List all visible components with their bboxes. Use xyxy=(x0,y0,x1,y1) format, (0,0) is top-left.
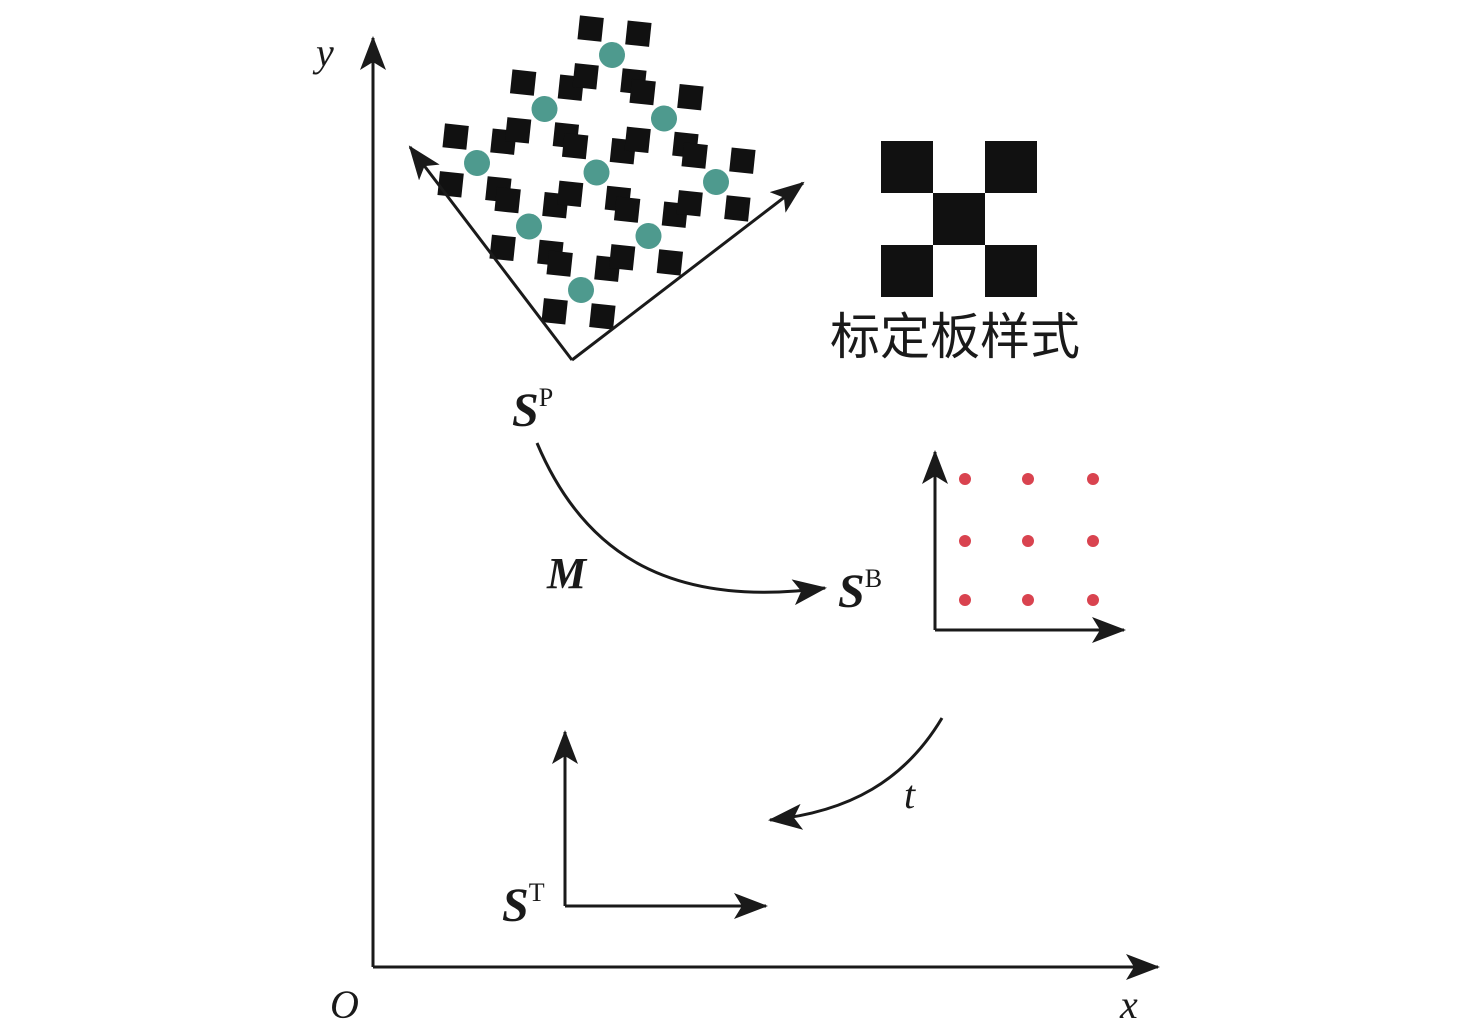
board-point xyxy=(1087,535,1099,547)
board-square xyxy=(589,303,616,330)
board-square xyxy=(676,190,703,217)
board-point xyxy=(1087,473,1099,485)
board-square xyxy=(572,63,599,90)
board-pattern xyxy=(541,250,621,330)
board-axis-left xyxy=(408,145,574,361)
board-marker-dot xyxy=(651,105,677,132)
board-square xyxy=(608,244,636,271)
legend-square xyxy=(881,141,933,193)
board-square xyxy=(656,249,684,276)
board-marker-dot xyxy=(531,96,558,122)
board-square xyxy=(677,83,704,111)
board-square xyxy=(724,195,751,222)
pattern-frame-label: SP xyxy=(512,383,553,437)
x-axis-label: x xyxy=(1119,982,1138,1027)
board-square xyxy=(546,250,573,277)
board-point xyxy=(959,594,971,606)
board-square xyxy=(577,15,604,42)
board-square xyxy=(489,234,516,262)
board-square xyxy=(437,171,464,198)
board-square xyxy=(624,126,651,154)
board-point xyxy=(1022,473,1034,485)
legend-square xyxy=(933,193,985,245)
board-axis-right xyxy=(571,181,805,362)
board-marker-dot xyxy=(635,223,662,249)
board-square xyxy=(509,69,537,96)
board-square xyxy=(613,196,641,223)
legend-square xyxy=(881,245,933,297)
board-square xyxy=(625,20,652,47)
legend-square xyxy=(985,141,1037,193)
board-square xyxy=(561,132,589,160)
pattern-legend xyxy=(881,141,1037,297)
matrix-label: M xyxy=(546,549,588,598)
board-pattern xyxy=(608,196,689,276)
board-pattern xyxy=(572,15,652,95)
board-pattern xyxy=(624,78,704,159)
legend-caption: 标定板样式 xyxy=(830,308,1080,366)
board-marker-dot xyxy=(464,150,490,176)
board-square xyxy=(729,147,756,174)
legend-square xyxy=(985,245,1037,297)
board-point xyxy=(1087,594,1099,606)
board-point xyxy=(1022,594,1034,606)
board-marker-dot xyxy=(703,169,729,195)
transform-m-arrow xyxy=(535,442,827,606)
translation-t-arrow xyxy=(768,717,944,830)
calibration-board xyxy=(437,15,756,330)
board-point xyxy=(959,473,971,485)
board-square xyxy=(681,142,708,169)
board-marker-dot xyxy=(568,277,594,303)
board-square xyxy=(541,298,568,325)
board-square xyxy=(504,117,532,144)
translation-label: t xyxy=(904,772,916,817)
y-axis-label: y xyxy=(312,30,334,75)
board-square xyxy=(556,180,584,208)
board-marker-dot xyxy=(516,213,542,240)
board-marker-dot xyxy=(599,42,625,68)
board-square xyxy=(442,123,469,150)
detected-points xyxy=(959,473,1099,606)
board-marker-dot xyxy=(583,159,610,186)
origin-label: O xyxy=(330,982,359,1027)
board-pattern xyxy=(676,142,756,222)
board-square xyxy=(494,186,521,214)
board-point xyxy=(959,535,971,547)
board-frame-label: SB xyxy=(838,564,882,618)
target-frame-label: ST xyxy=(502,878,545,932)
board-point xyxy=(1022,535,1034,547)
board-square xyxy=(629,78,656,106)
